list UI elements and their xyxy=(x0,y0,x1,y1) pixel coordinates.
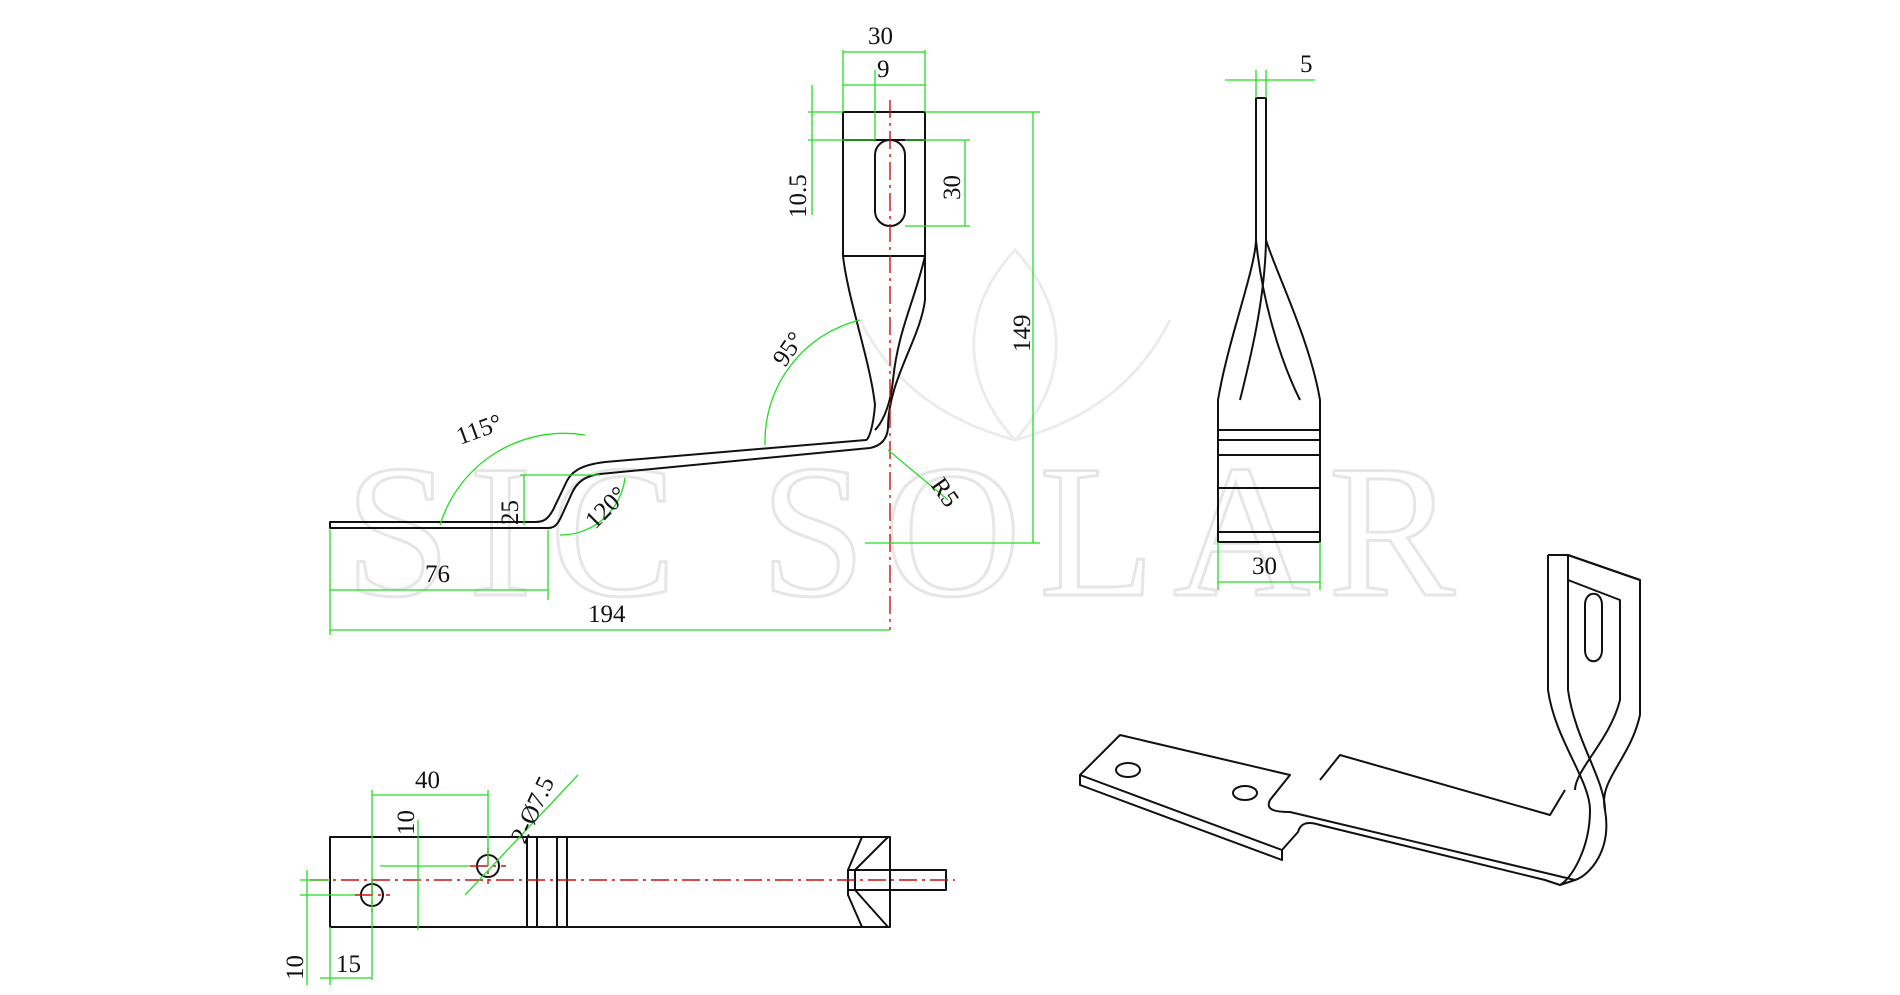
dim-hole-spacing: 40 xyxy=(415,767,440,794)
iso-inner-face xyxy=(1567,579,1621,791)
top-view: 40 10 2-Ø7.5 10 15 xyxy=(282,767,955,985)
top-view-twist xyxy=(847,836,889,928)
angle-arc xyxy=(764,319,861,446)
slot-outline xyxy=(874,139,906,227)
iso-hole xyxy=(1115,762,1141,778)
dim-step: 25 xyxy=(497,500,524,525)
dim-height: 149 xyxy=(1009,315,1036,353)
iso-upright-top xyxy=(1548,554,1641,881)
angle-arc xyxy=(439,432,586,526)
iso-base-plate xyxy=(1079,734,1576,886)
dim-line xyxy=(464,774,579,896)
angle-upper: 95° xyxy=(768,327,810,371)
twist-edge xyxy=(874,255,926,431)
angle-arc xyxy=(559,477,626,536)
iso-upright xyxy=(1547,555,1591,886)
dim-total-length: 194 xyxy=(588,601,626,628)
iso-riser xyxy=(1319,754,1566,816)
watermark-leaf-icon xyxy=(858,247,1172,443)
dim-hole-offset: 10 xyxy=(393,810,420,835)
dim-width: 30 xyxy=(1252,553,1277,580)
end-view-inner-curve xyxy=(1239,239,1267,401)
dim-base-left: 76 xyxy=(425,561,450,588)
dim-edge-offset: 10 xyxy=(282,955,309,980)
dim-end-offset: 15 xyxy=(336,951,361,978)
dim-slot-length: 30 xyxy=(939,175,966,200)
end-view-outline xyxy=(1217,97,1321,543)
iso-slot xyxy=(1584,592,1603,663)
iso-upright-front xyxy=(1548,554,1606,811)
end-view: 5 30 xyxy=(1217,51,1321,590)
dim-line xyxy=(887,449,949,501)
iso-upright-edge xyxy=(1567,554,1641,581)
end-view-inner-curve xyxy=(1255,239,1301,401)
iso-base-thickness xyxy=(1079,775,1283,861)
isometric-view xyxy=(1079,554,1641,886)
dim-top-width: 30 xyxy=(868,23,893,50)
dim-slot-offset: 9 xyxy=(877,56,890,83)
top-view-outline xyxy=(329,836,891,928)
iso-hole xyxy=(1232,785,1258,801)
dim-thickness: 5 xyxy=(1300,51,1313,78)
dim-slot-top: 10.5 xyxy=(785,174,812,218)
